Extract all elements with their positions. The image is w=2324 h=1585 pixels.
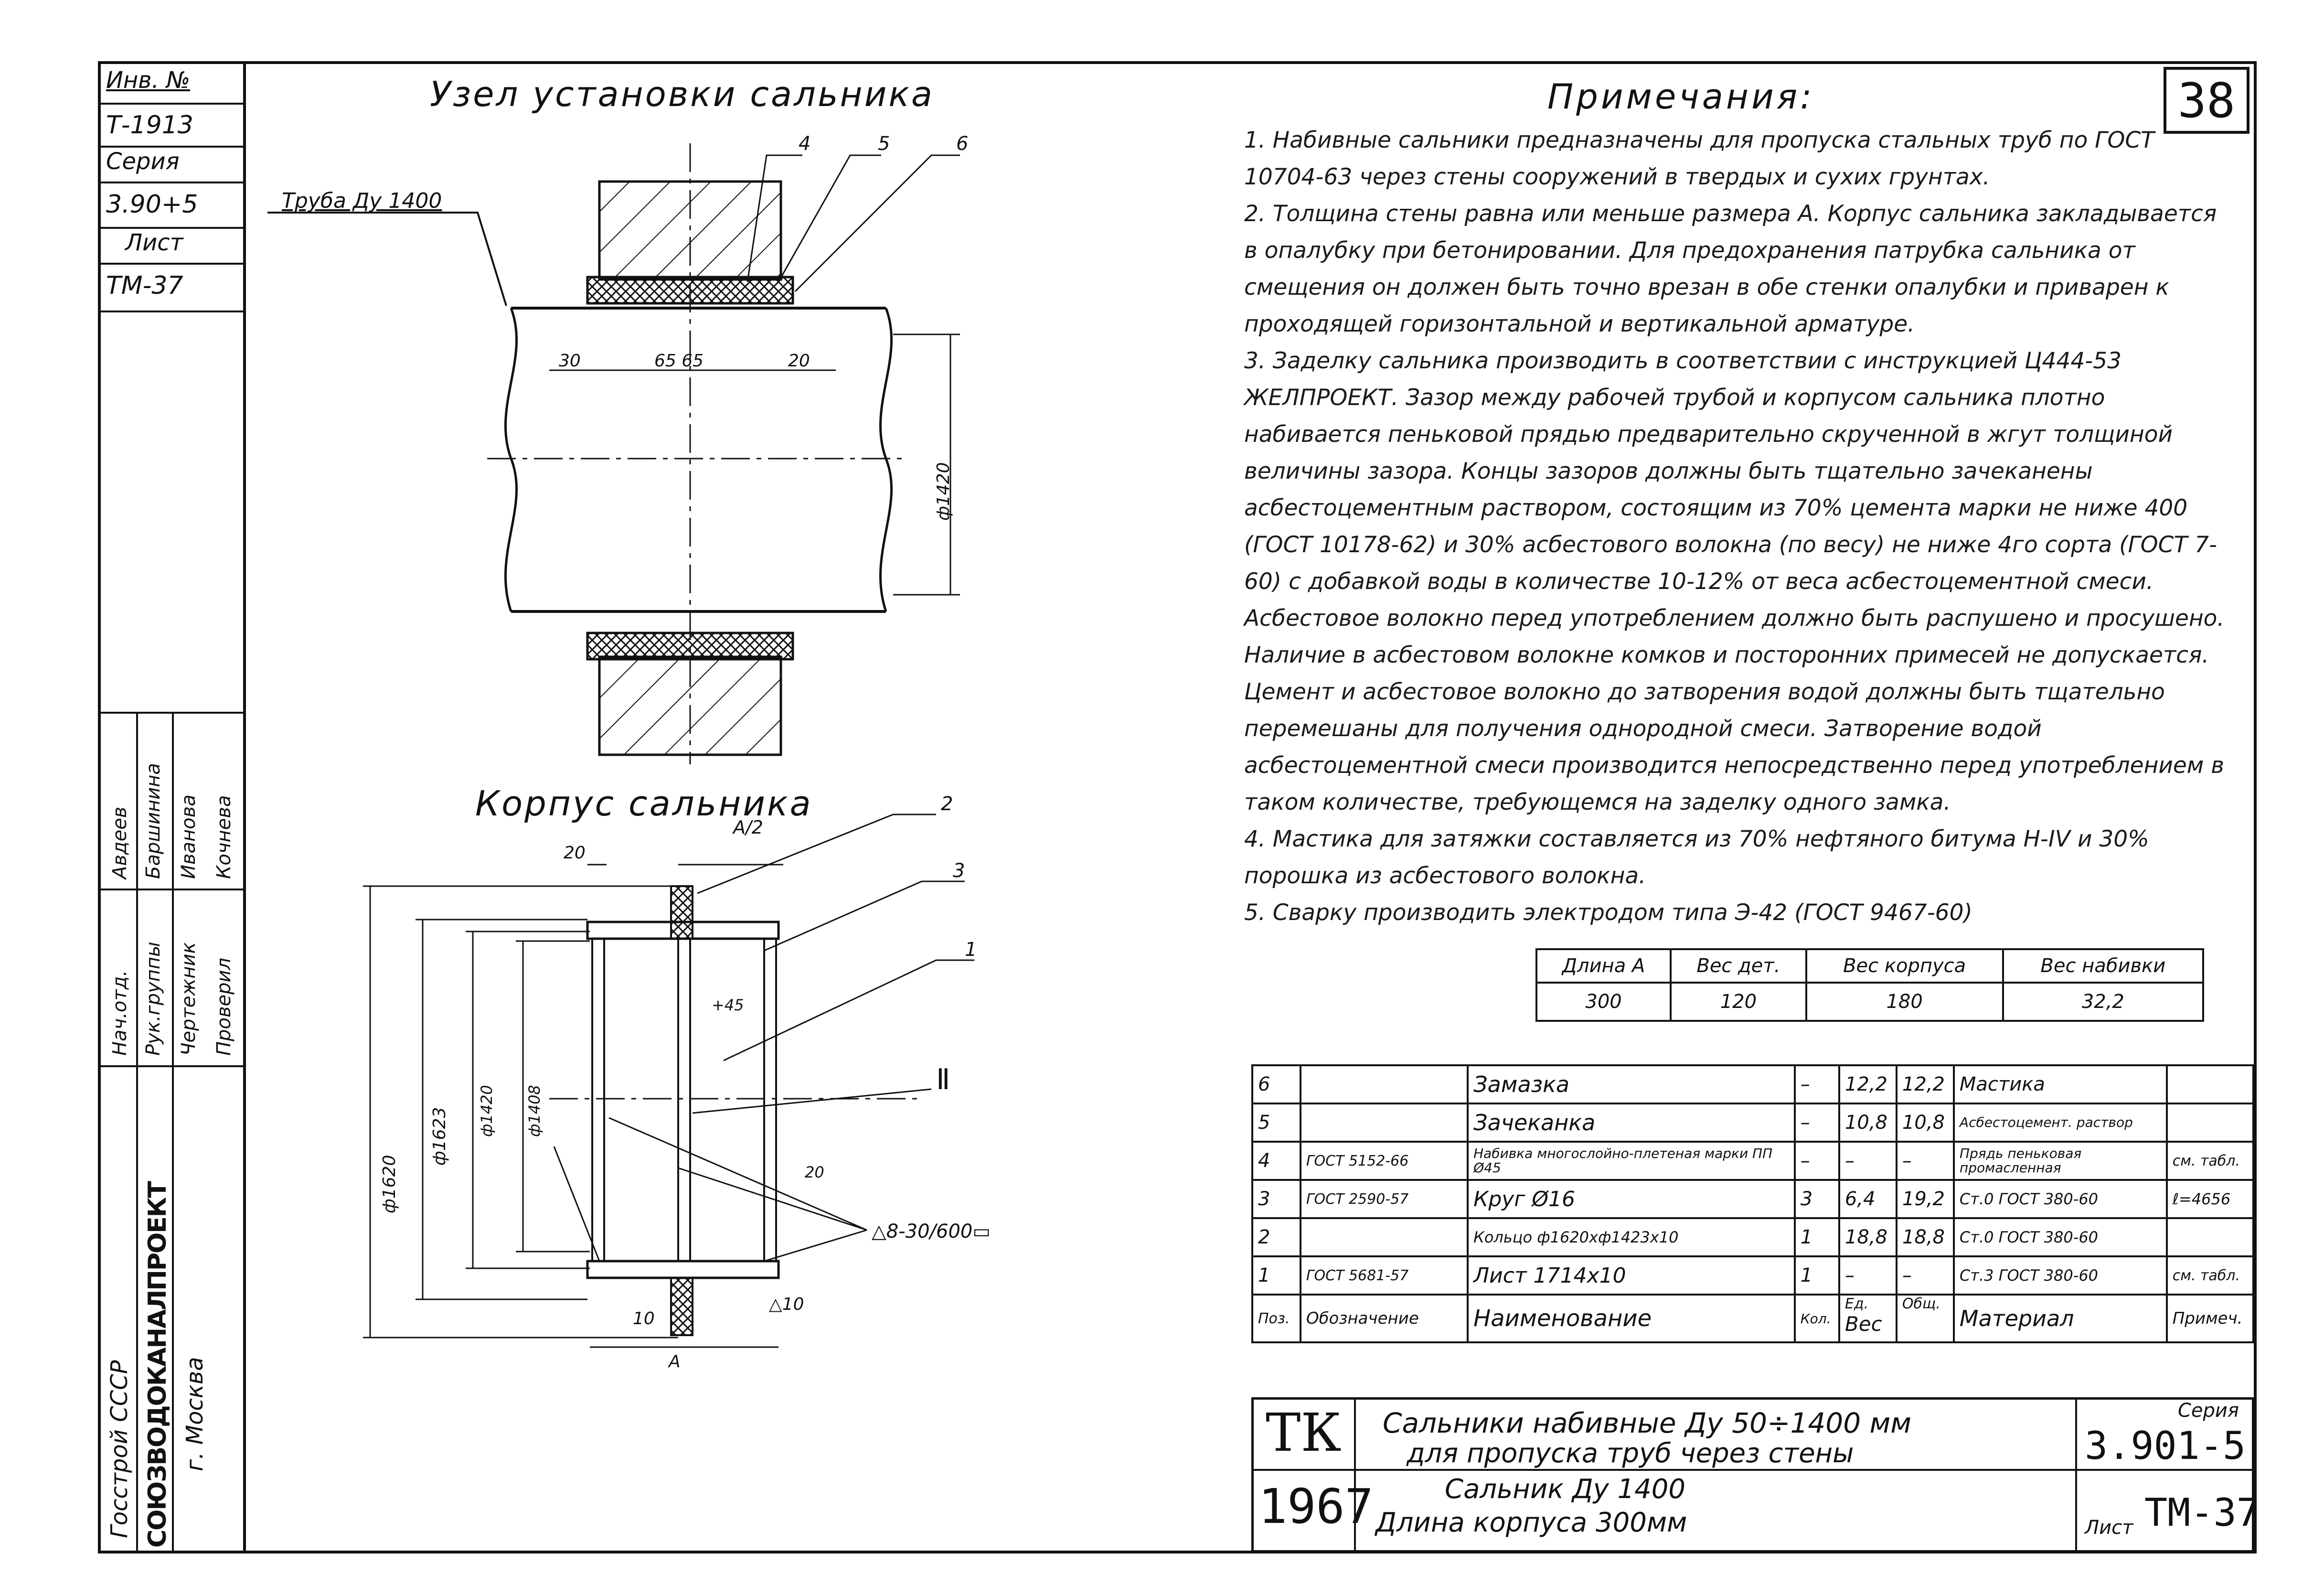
notes-title: Примечания:	[1547, 76, 1815, 117]
table-row: 3 ГОСТ 2590-57 Круг Ø16 3 6,4 19,2 Ст.0 …	[1251, 1179, 2255, 1219]
notes-body: 1. Набивные сальники предназначены для п…	[1244, 122, 2230, 931]
tb-sub-1: Сальник Ду 1400	[1445, 1474, 1686, 1505]
table-row: 2 Кольцо ф1620хф1423х10 1 18,8 18,8 Ст.0…	[1251, 1217, 2255, 1257]
tb-title-2: для пропуска труб через стены	[1407, 1438, 1854, 1469]
mass-header: Длина А	[1535, 948, 1672, 984]
table-row: 4 ГОСТ 5152-66 Набивка многослойно-плете…	[1251, 1141, 2255, 1181]
dim-A-bottom: А	[669, 1352, 681, 1371]
dim-20-top: 20	[564, 843, 586, 863]
header-total: Общ.	[1895, 1294, 1955, 1343]
tb-series-label: Серия	[2178, 1400, 2239, 1422]
sheet-value: ТМ-37	[106, 271, 183, 300]
callout-1: 1	[965, 939, 977, 961]
tb-mark: ТК	[1266, 1402, 1342, 1463]
header-note: Примеч.	[2165, 1294, 2255, 1343]
inv-value: Т-1913	[106, 111, 193, 139]
corner-sheet-number: 38	[2177, 72, 2236, 129]
dim-10: 10	[633, 1309, 655, 1328]
note-item: 1. Набивные сальники предназначены для п…	[1244, 127, 2154, 190]
mass-header: Вес корпуса	[1805, 948, 2004, 984]
spec-table: 6 Замазка – 12,2 12,2 Мастика 5 Зачеканк…	[1251, 1064, 2255, 1343]
dim-20: 20	[788, 351, 810, 371]
drawing-frame	[98, 61, 2257, 1553]
note-item: 4. Мастика для затяжки составляется из 7…	[1244, 826, 2149, 889]
header-material: Материал	[1952, 1294, 2168, 1343]
header-qty: Кол.	[1793, 1294, 1840, 1343]
callout-5: 5	[878, 133, 890, 155]
drawing2-title: Корпус сальника	[475, 783, 813, 824]
header-name: Наименование	[1467, 1294, 1796, 1343]
drawing1-title: Узел установки сальника	[430, 74, 934, 114]
pipe-label: Труба Ду 1400	[282, 189, 442, 213]
mass-header: Вес набивки	[2002, 948, 2205, 984]
mass-table: Длина А Вес дет. Вес корпуса Вес набивки…	[1535, 948, 2205, 1022]
tb-title-1: Сальники набивные Ду 50÷1400 мм	[1383, 1407, 1912, 1439]
table-header-row: Поз. Обозначение Наименование Кол. Ед. В…	[1251, 1294, 2255, 1343]
header-pos: Поз.	[1251, 1294, 1301, 1343]
inv-label: Инв. №	[106, 67, 191, 94]
weld-note: △8-30/600▭	[872, 1221, 991, 1242]
weld-mark: Ⅱ	[936, 1063, 950, 1096]
header-unit: Ед. Вес	[1838, 1294, 1898, 1343]
section-mark: А/2	[733, 817, 763, 838]
dim-45: +45	[712, 996, 744, 1014]
tb-year: 1967	[1258, 1478, 1374, 1534]
header-weight: Вес	[1844, 1312, 1882, 1336]
dim-65: 65 65	[654, 351, 704, 371]
series-value: 3.90+5	[106, 190, 198, 219]
weld-bottom: △10	[769, 1295, 804, 1314]
mass-value: 180	[1805, 982, 2004, 1022]
callout-6: 6	[956, 133, 969, 155]
corner-sheet-box: 38	[2164, 67, 2249, 134]
tb-series-value: 3.901-5	[2085, 1424, 2246, 1468]
side-strip-border	[98, 61, 246, 1553]
dim-30: 30	[559, 351, 581, 371]
series-label: Серия	[106, 148, 180, 175]
note-item: 3. Заделку сальника производить в соотве…	[1244, 348, 2225, 815]
dim-20-right: 20	[805, 1163, 824, 1181]
note-item: 2. Толщина стены равна или меньше размер…	[1244, 201, 2217, 337]
callout-3: 3	[953, 860, 965, 882]
sheet-label: Лист	[125, 229, 183, 256]
header-designation: Обозначение	[1299, 1294, 1469, 1343]
callout-4: 4	[799, 133, 811, 155]
tb-sub-2: Длина корпуса 300мм	[1375, 1507, 1687, 1538]
table-row: 5 Зачеканка – 10,8 10,8 Асбестоцемент. р…	[1251, 1103, 2255, 1143]
table-row: 1 ГОСТ 5681-57 Лист 1714х10 1 – – Ст.3 Г…	[1251, 1255, 2255, 1296]
tb-sheet-value: ТМ-37	[2144, 1490, 2260, 1535]
mass-value: 32,2	[2002, 982, 2205, 1022]
tb-sheet-label: Лист	[2085, 1517, 2133, 1539]
table-row: 6 Замазка – 12,2 12,2 Мастика	[1251, 1064, 2255, 1104]
mass-header: Вес дет.	[1670, 948, 1807, 984]
note-item: 5. Сварку производить электродом типа Э-…	[1244, 900, 1972, 926]
mass-value: 300	[1535, 982, 1672, 1022]
callout-2: 2	[941, 793, 953, 815]
mass-value: 120	[1670, 982, 1807, 1022]
